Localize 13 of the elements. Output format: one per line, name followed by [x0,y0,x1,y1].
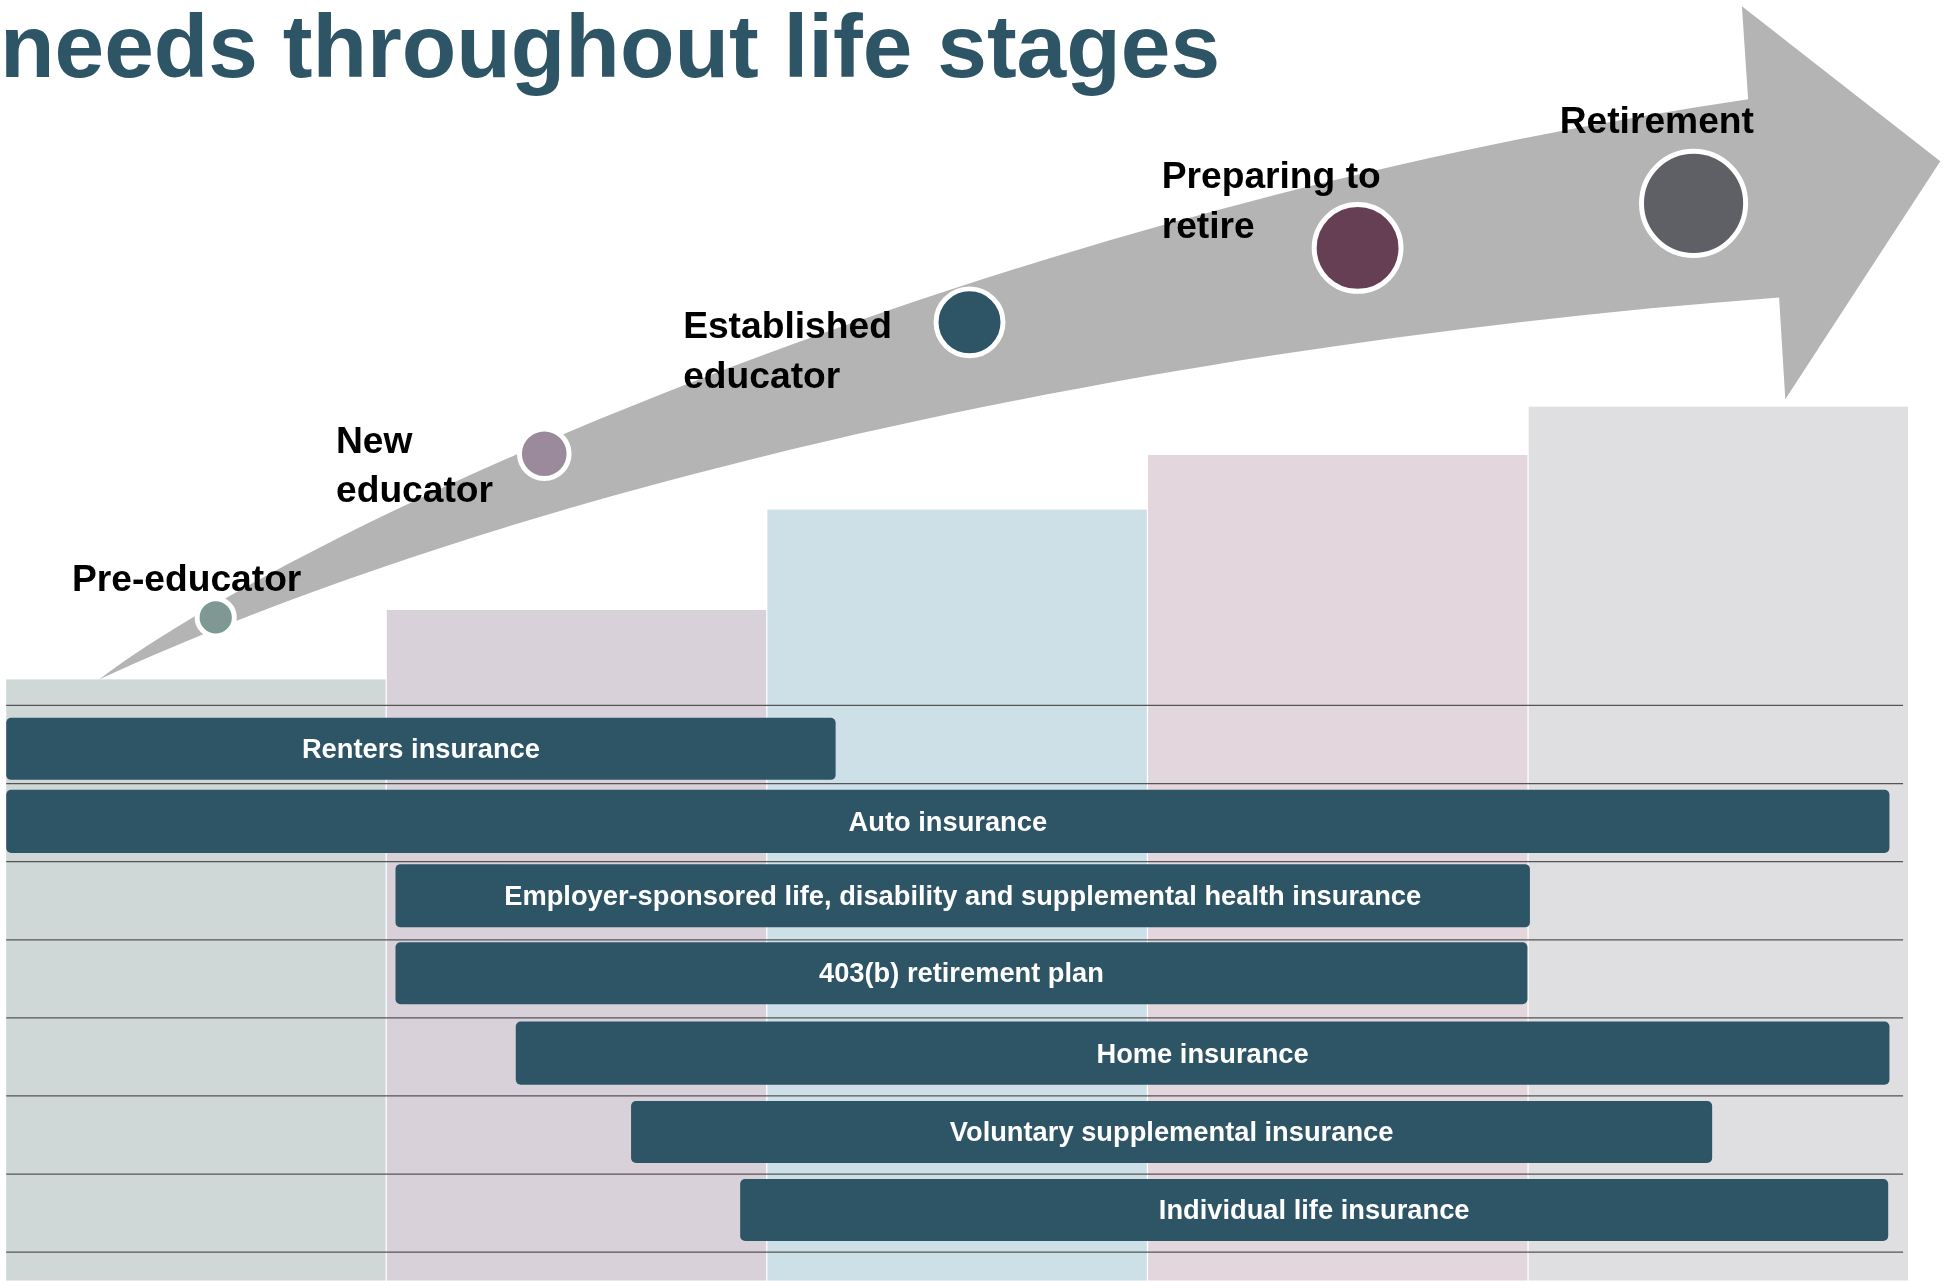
stage-label: New educator [336,415,522,515]
title: needs throughout life stages [0,0,1221,98]
stage-label: Established educator [683,301,932,401]
coverage-bar: Home insurance [515,1021,1890,1085]
coverage-bar: Employer-sponsored life, disability and supplemental health insurance [395,864,1530,928]
coverage-bar: Voluntary supplemental insurance [631,1100,1713,1163]
coverage-bar: Auto insurance [6,789,1890,853]
coverage-bar: Individual life insurance [740,1179,1889,1242]
coverage-bar: 403(b) retirement plan [395,942,1528,1005]
stage-label: Preparing to retire [1161,151,1423,251]
stage-label: Retirement [1559,95,1754,146]
coverage-bar: Renters insurance [6,717,836,780]
stage-label: Pre-educator [71,554,302,604]
